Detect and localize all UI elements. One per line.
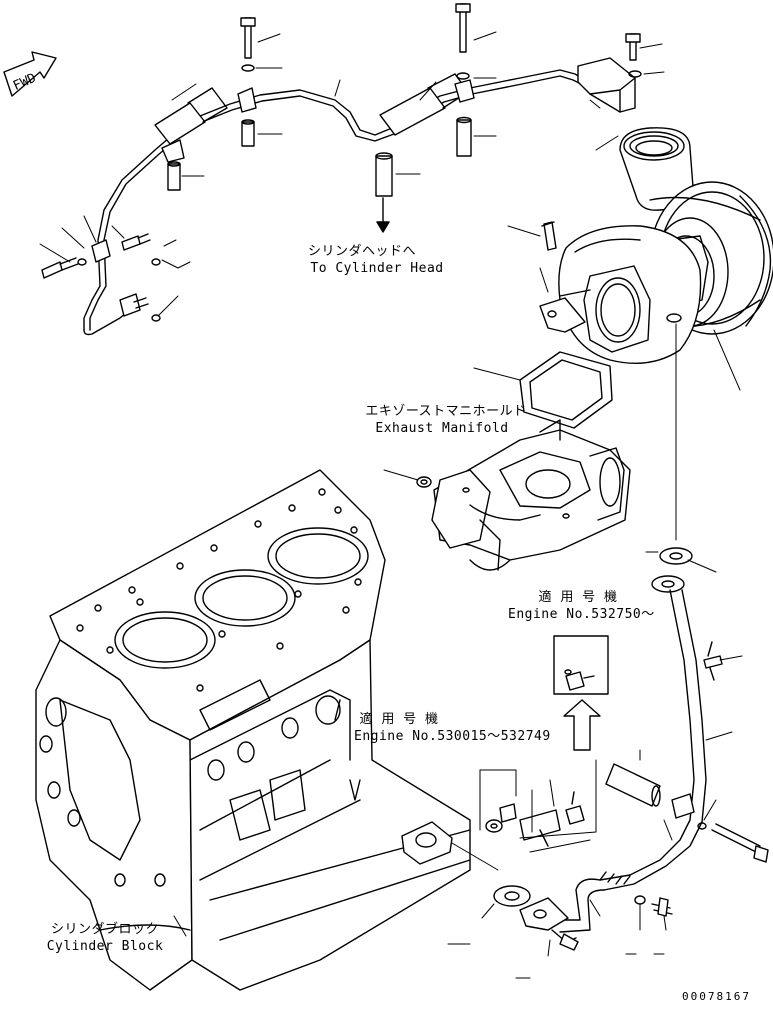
up-arrow-icon — [563, 699, 601, 751]
oil-supply-pipe — [83, 57, 636, 336]
oil-drain-pipe — [493, 547, 769, 951]
cylinder-block — [35, 469, 471, 991]
applicable-upper-label-jp: 適 用 号 機 — [538, 590, 618, 605]
applicable-lower-label-en: Engine No.530015～532749 — [354, 729, 551, 744]
cylinder-block-label-en: Cylinder Block — [46, 939, 164, 954]
applicable-upper-label-en: Engine No.532750～ — [508, 607, 655, 622]
cylinder-head-label-en: To Cylinder Head — [310, 261, 444, 276]
cylinder-block-label-jp: シリンダブロック — [50, 922, 159, 937]
down-arrow-icon — [376, 197, 390, 233]
cylinder-head-label-jp: シリンダヘッドへ — [307, 244, 416, 259]
exhaust-manifold — [383, 419, 631, 571]
applicable-lower-label-jp: 適 用 号 機 — [359, 712, 439, 727]
exhaust-manifold-label-jp: エキゾーストマニホールド — [365, 404, 527, 419]
leader-lines-top — [39, 31, 665, 317]
turbocharger — [539, 127, 773, 365]
exhaust-manifold-label-en: Exhaust Manifold — [375, 421, 509, 436]
fwd-arrow-icon: FWD — [3, 51, 57, 97]
applicable-box-upper — [553, 635, 609, 695]
leader-lines-block — [173, 915, 665, 979]
leader-lines-turbo — [473, 135, 741, 541]
drawing-number: 00078167 — [682, 990, 751, 1003]
manifold-gasket — [519, 351, 613, 429]
drain-flange — [401, 791, 585, 865]
applicable-box-lower — [479, 759, 597, 853]
bolts-top — [41, 3, 642, 322]
